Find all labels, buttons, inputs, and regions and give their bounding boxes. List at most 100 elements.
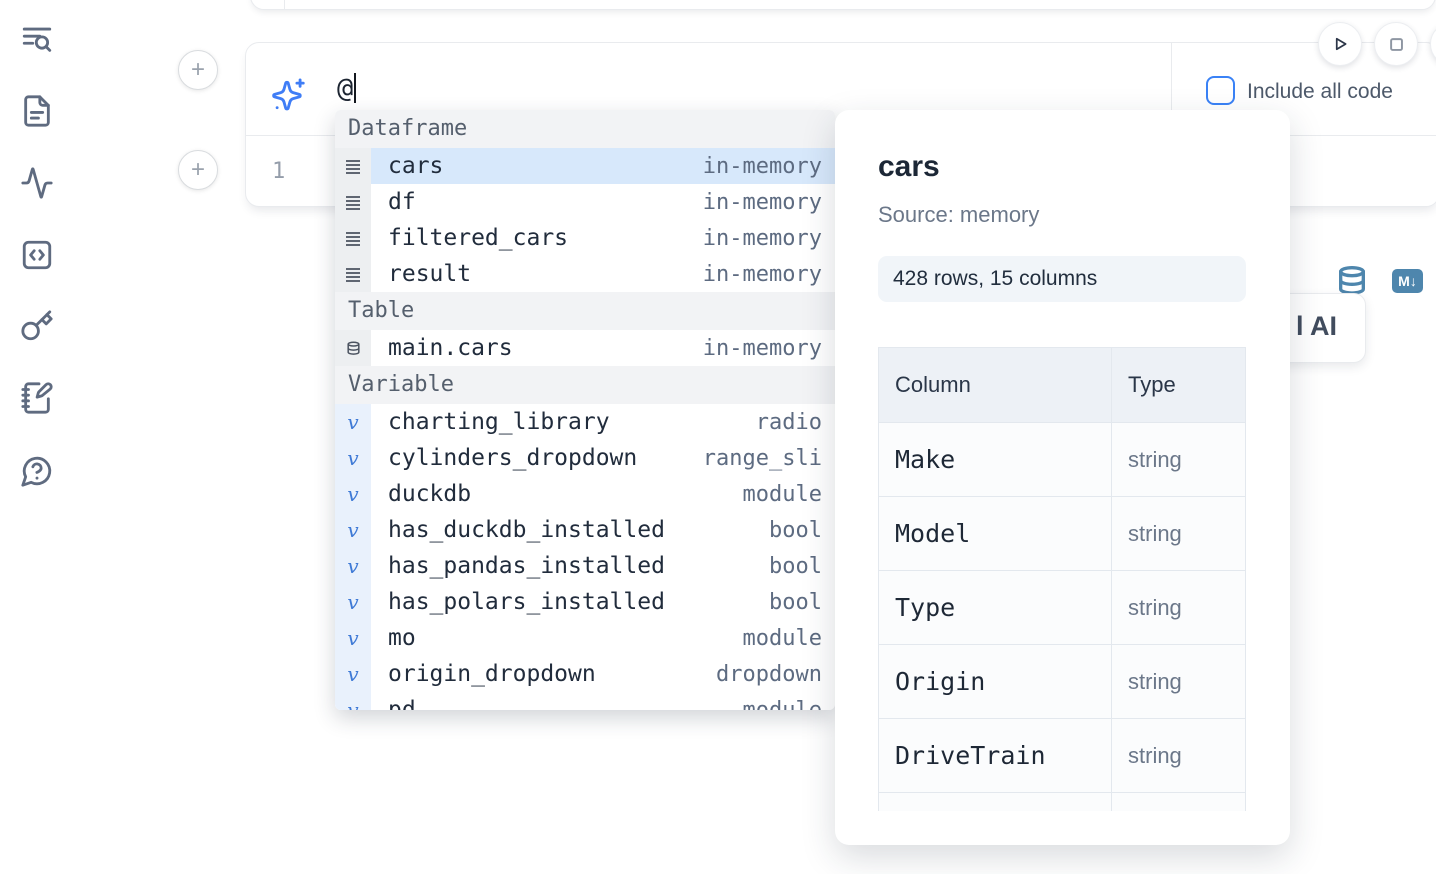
variable-icon: v [347,410,359,434]
item-name: pd [388,697,416,710]
item-type: in-memory [702,261,822,287]
item-type: range_sli [702,445,822,471]
item-type: in-memory [702,335,822,361]
schema-column-type: string [1111,718,1246,793]
help-circle-icon[interactable] [20,454,54,488]
database-icon [335,330,371,366]
stop-button[interactable] [1374,22,1418,66]
item-name: cars [388,153,444,179]
code-editor-row[interactable]: 1 M↓ [246,136,1436,295]
divider [1171,43,1172,136]
item-type: bool [769,517,822,543]
variable-icon: v [335,404,371,440]
item-name: mo [388,625,416,651]
autocomplete-item-body[interactable]: cars in-memory [371,148,835,184]
item-name: has_pandas_installed [388,553,665,579]
line-number: 1 [272,159,286,184]
autocomplete-item[interactable]: v has_pandas_installed bool [335,548,835,584]
variable-icon: v [347,590,359,614]
variable-icon: v [335,656,371,692]
schema-row-clipped [878,792,1246,811]
ai-action-label: l AI [1296,311,1338,341]
add-cell-button-top[interactable]: + [178,50,218,90]
variable-icon: v [335,440,371,476]
run-cell-button[interactable] [1318,22,1362,66]
key-icon[interactable] [20,309,54,343]
item-type: bool [769,553,822,579]
file-text-icon[interactable] [20,94,54,128]
variable-icon: v [335,692,371,710]
activity-icon[interactable] [20,166,54,200]
schema-header-cell: Type [1111,347,1246,423]
autocomplete-item-body[interactable]: result in-memory [371,256,835,292]
autocomplete-item[interactable]: result in-memory [335,256,835,292]
variable-icon: v [335,548,371,584]
include-all-code-label: Include all code [1247,80,1393,103]
variable-icon: v [347,626,359,650]
preview-title: cars [878,150,940,183]
text-caret [354,73,357,103]
ai-prompt-input[interactable]: @ [337,73,357,104]
variable-icon: v [335,584,371,620]
variable-icon: v [347,698,359,710]
autocomplete-item-body[interactable]: has_pandas_installed bool [371,548,835,584]
notebook-pen-icon[interactable] [20,381,54,415]
variable-icon: v [347,554,359,578]
rows-icon [335,184,371,220]
sidebar [0,0,72,874]
variable-icon: v [335,512,371,548]
variable-icon: v [347,482,359,506]
gutter-divider [284,0,285,9]
preview-source: Source: memory [878,202,1040,227]
variable-icon: v [347,518,359,542]
item-type: module [742,481,822,507]
schema-column-name: Type [878,570,1112,645]
text-search-icon[interactable] [20,22,54,56]
add-cell-button-bottom[interactable]: + [178,150,218,190]
variable-icon: v [335,620,371,656]
autocomplete-item[interactable]: cars in-memory [335,148,835,184]
variable-icon: v [335,476,371,512]
schema-column-type: string [1111,570,1246,645]
item-name: has_polars_installed [388,589,665,615]
item-name: result [388,261,472,287]
schema-column-name: DriveTrain [878,718,1112,793]
autocomplete-section-header: Table [335,292,835,330]
markdown-icon[interactable]: M↓ [1392,269,1423,293]
schema-column-type: string [1111,644,1246,719]
include-all-code-checkbox[interactable] [1206,76,1235,105]
schema-column-type: string [1111,496,1246,571]
item-type: in-memory [702,189,822,215]
code-square-icon[interactable] [20,238,54,272]
item-name: filtered_cars [388,225,569,251]
item-type: in-memory [702,153,822,179]
